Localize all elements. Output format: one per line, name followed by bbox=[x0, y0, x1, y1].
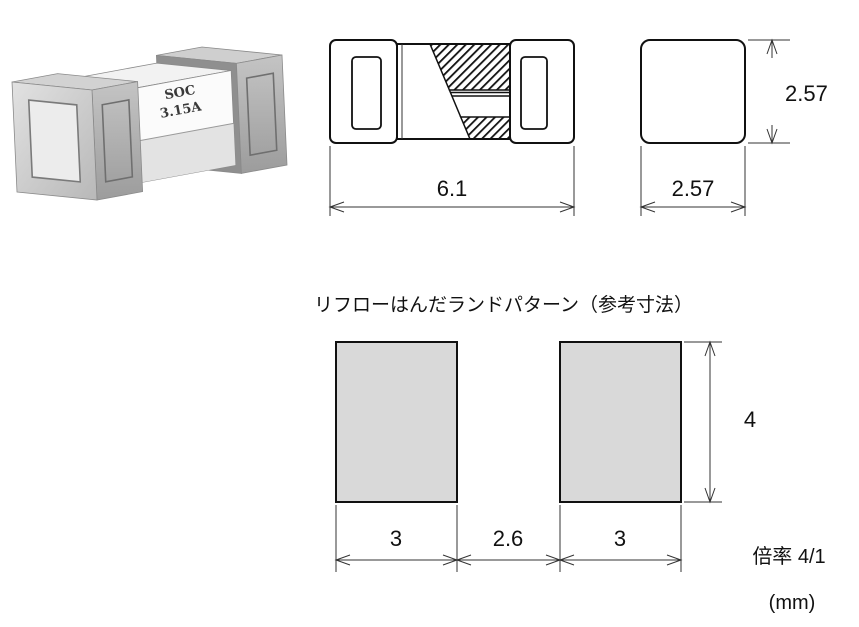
left-cap-slot bbox=[351, 56, 382, 130]
right-cap-side-slot bbox=[245, 72, 278, 157]
left-cap-side-face bbox=[91, 81, 144, 201]
end-height-dimension: 2.57 bbox=[748, 38, 828, 145]
arrowhead bbox=[666, 554, 683, 566]
end-height-label: 2.57 bbox=[785, 81, 828, 106]
arrowhead bbox=[558, 554, 575, 566]
right-cap-side-face bbox=[235, 54, 288, 174]
land-pattern bbox=[335, 341, 682, 503]
arrowhead bbox=[704, 487, 716, 504]
arrowhead bbox=[766, 38, 778, 55]
end-width-dimension: 2.57 bbox=[639, 146, 747, 216]
end-width-label: 2.57 bbox=[672, 176, 715, 201]
arrowhead bbox=[639, 201, 656, 213]
pad-width-right-label: 3 bbox=[614, 526, 626, 551]
land-pattern-title: リフローはんだランドパターン（参考寸法） bbox=[314, 294, 693, 316]
fuse-marking-series: SOC bbox=[163, 83, 196, 103]
arrowhead bbox=[766, 128, 778, 145]
end-face-outline bbox=[640, 39, 746, 144]
arrowhead bbox=[704, 340, 716, 357]
unit-note: (mm) bbox=[769, 592, 816, 614]
right-cap-slot bbox=[520, 56, 548, 130]
pad-width-dimensions: 3 2.6 3 bbox=[334, 505, 683, 572]
body-lower-face bbox=[130, 123, 236, 185]
fuse-product-photo: SOC 3.15A bbox=[11, 46, 288, 201]
pad-gap-label: 2.6 bbox=[493, 526, 524, 551]
pad-width-left-label: 3 bbox=[390, 526, 402, 551]
end-view bbox=[640, 39, 746, 144]
fuse-element-slant-line bbox=[448, 89, 462, 118]
body-seam-line bbox=[130, 122, 234, 143]
left-cap-end-slot bbox=[27, 99, 82, 183]
scale-note: 倍率 4/1 bbox=[752, 545, 825, 568]
fuse-element-hatch-lower bbox=[459, 116, 511, 140]
arrowhead bbox=[334, 554, 351, 566]
land-pad-right bbox=[559, 341, 682, 503]
pad-height-label: 4 bbox=[744, 407, 756, 432]
arrowhead bbox=[328, 201, 345, 213]
pad-height-dimension: 4 bbox=[684, 340, 756, 504]
length-dimension: 6.1 bbox=[328, 146, 576, 216]
arrowhead bbox=[455, 554, 472, 566]
arrowhead bbox=[730, 201, 747, 213]
arrowhead bbox=[559, 201, 576, 213]
length-label: 6.1 bbox=[437, 176, 468, 201]
left-cap-side-slot bbox=[101, 98, 134, 183]
land-pad-left bbox=[335, 341, 458, 503]
side-view bbox=[329, 39, 575, 144]
